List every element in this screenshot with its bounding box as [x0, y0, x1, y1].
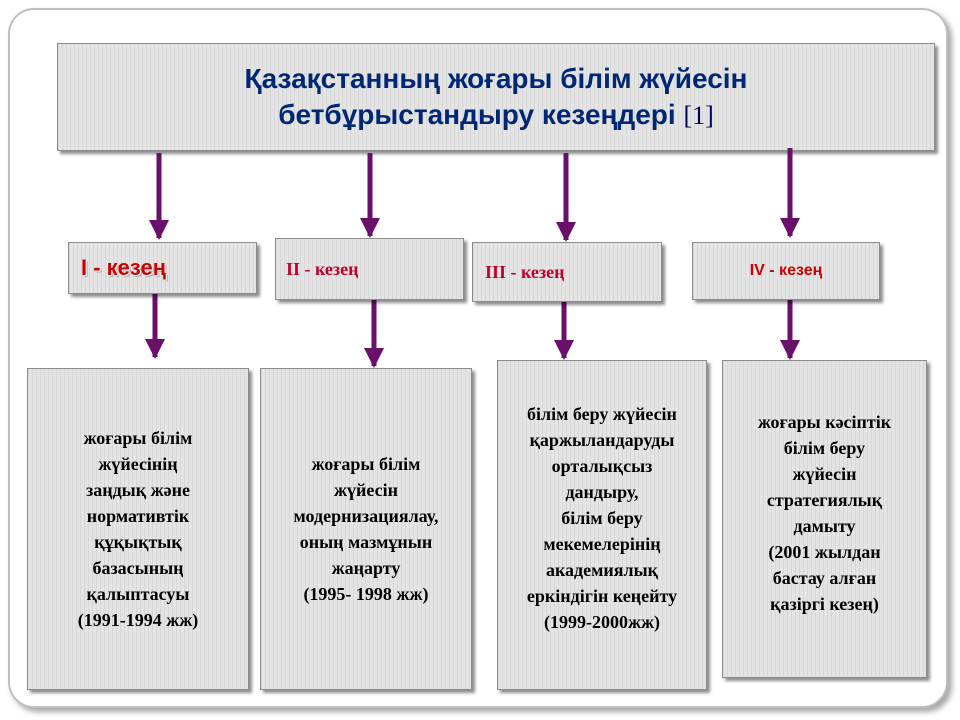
stage-1-label: І - кезең: [81, 255, 167, 280]
stage-1-description: жоғары білім жүйесінің заңдық және норма…: [77, 428, 199, 630]
stage-4-description: жоғары кәсіптік білім беру жүйесін страт…: [757, 412, 892, 614]
title-line-1: Қазақстанның жоғары білім жүйесін: [244, 62, 748, 94]
stage-3-label: ІІІ - кезең: [485, 261, 565, 282]
diagram-title-box: Қазақстанның жоғары білім жүйесін бетбұр…: [57, 43, 935, 151]
stage-4-box: IV - кезең: [692, 242, 880, 300]
stage-2-description: жоғары білім жүйесін модернизациялау, он…: [293, 454, 439, 604]
title-line-2-text: бетбұрыстандыру кезеңдері: [278, 98, 676, 130]
stage-3-description: білім беру жүйесін қаржыландаруды орталы…: [526, 404, 678, 632]
stage-2-label: ІІ - кезең: [286, 258, 359, 279]
stage-1-box: І - кезең: [68, 242, 257, 294]
title-reference: [1]: [683, 100, 714, 130]
stage-1-description-box: жоғары білім жүйесінің заңдық және норма…: [27, 368, 249, 690]
stage-4-label: IV - кезең: [749, 262, 823, 279]
stage-3-box: ІІІ - кезең: [472, 242, 662, 302]
stage-4-description-box: жоғары кәсіптік білім беру жүйесін страт…: [722, 360, 927, 678]
title-line-2: бетбұрыстандыру кезеңдері [1]: [278, 97, 714, 134]
stage-2-box: ІІ - кезең: [275, 238, 464, 300]
stage-3-description-box: білім беру жүйесін қаржыландаруды орталы…: [497, 360, 707, 690]
stage-2-description-box: жоғары білім жүйесін модернизациялау, он…: [260, 368, 472, 690]
